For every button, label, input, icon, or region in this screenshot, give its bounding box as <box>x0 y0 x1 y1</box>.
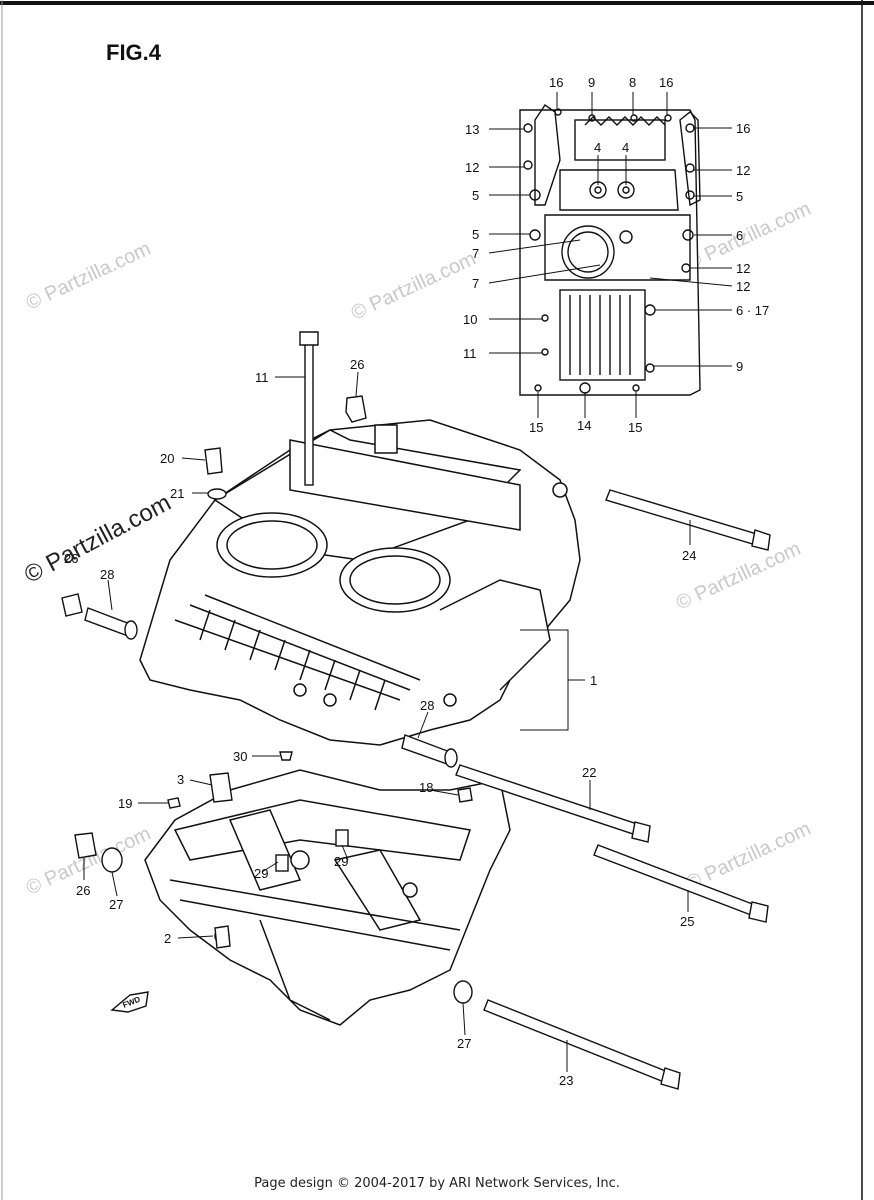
callout-24: 24 <box>682 548 696 563</box>
callout-26b: 26 <box>64 551 78 566</box>
bolts-and-parts <box>61 331 771 1090</box>
dowel-3 <box>209 772 233 803</box>
upper-crankcase <box>139 419 581 746</box>
callout-4a: 4 <box>594 140 601 155</box>
callout-10: 10 <box>463 312 477 327</box>
callout-16c: 16 <box>736 121 750 136</box>
oring-21 <box>207 488 227 500</box>
callout-12b: 12 <box>736 163 750 178</box>
callout-2: 2 <box>164 931 171 946</box>
crankcase-bottom-view <box>519 104 701 396</box>
fwd-arrow-icon: FWD <box>110 991 149 1013</box>
callout-12d: 12 <box>736 279 750 294</box>
dowel-29-right <box>335 829 349 847</box>
leader-lines-top <box>488 92 733 418</box>
washer-27-left <box>101 847 123 873</box>
callout-7a: 7 <box>472 246 479 261</box>
leader-lines-main <box>83 371 691 1072</box>
callout-29b: 29 <box>334 854 348 869</box>
callout-14: 14 <box>577 418 591 433</box>
callout-1: 1 <box>590 673 597 688</box>
callout-15b: 15 <box>628 420 642 435</box>
callout-7b: 7 <box>472 276 479 291</box>
callout-19: 19 <box>118 796 132 811</box>
callout-16a: 16 <box>549 75 563 90</box>
dowel-28-right <box>401 734 451 765</box>
callout-16b: 16 <box>659 75 673 90</box>
callout-5a: 5 <box>472 188 479 203</box>
plug-20 <box>204 447 223 475</box>
callout-29a: 29 <box>254 866 268 881</box>
callout-6: 6 <box>736 228 743 243</box>
callout-4b: 4 <box>622 140 629 155</box>
dowel-28-left <box>84 607 131 637</box>
callout-27b: 27 <box>457 1036 471 1051</box>
callout-20: 20 <box>160 451 174 466</box>
dowel-29-left <box>275 854 289 872</box>
washer-27-bottom <box>453 980 473 1004</box>
callout-30: 30 <box>233 749 247 764</box>
callout-23: 23 <box>559 1073 573 1088</box>
callout-3: 3 <box>177 772 184 787</box>
callout-8: 8 <box>629 75 636 90</box>
callout-5b: 5 <box>736 189 743 204</box>
callout-15a: 15 <box>529 420 543 435</box>
callout-28a: 28 <box>100 567 114 582</box>
callout-11a: 11 <box>463 346 477 361</box>
screw-30 <box>279 751 293 761</box>
callout-28b: 28 <box>420 698 434 713</box>
bolt-24 <box>605 489 761 546</box>
callout-5c: 5 <box>472 227 479 242</box>
dowel-2 <box>214 925 231 949</box>
bolt-11 <box>304 339 314 486</box>
callout-13: 13 <box>465 122 479 137</box>
nut-26-left <box>61 593 83 617</box>
callout-9a: 9 <box>588 75 595 90</box>
page-footer: Page design © 2004-2017 by ARI Network S… <box>254 1176 620 1191</box>
callout-18: 18 <box>419 780 433 795</box>
callout-25: 25 <box>680 914 694 929</box>
watermark-faint-1: © Partzilla.com <box>23 238 154 315</box>
bolt-23 <box>483 999 669 1083</box>
plug-19 <box>167 797 181 809</box>
callout-21: 21 <box>170 486 184 501</box>
watermark-faint-2: © Partzilla.com <box>348 248 479 325</box>
figure-title: FIG.4 <box>106 40 162 65</box>
callout-27a: 27 <box>109 897 123 912</box>
nut-26-bottom <box>74 832 97 859</box>
callout-22: 22 <box>582 765 596 780</box>
callout-6-17: 6 · 17 <box>736 303 769 318</box>
callout-26c: 26 <box>76 883 90 898</box>
callouts: 16 9 8 16 13 16 12 4 4 12 5 5 5 6 7 12 7… <box>64 75 769 1088</box>
callout-26a: 26 <box>350 357 364 372</box>
callout-9b: 9 <box>736 359 743 374</box>
callout-12a: 12 <box>465 160 479 175</box>
watermark-faint-6: © Partzilla.com <box>683 818 814 895</box>
nut-26-top <box>345 395 367 423</box>
callout-11b: 11 <box>255 370 269 385</box>
callout-12c: 12 <box>736 261 750 276</box>
jet-18 <box>457 787 473 803</box>
